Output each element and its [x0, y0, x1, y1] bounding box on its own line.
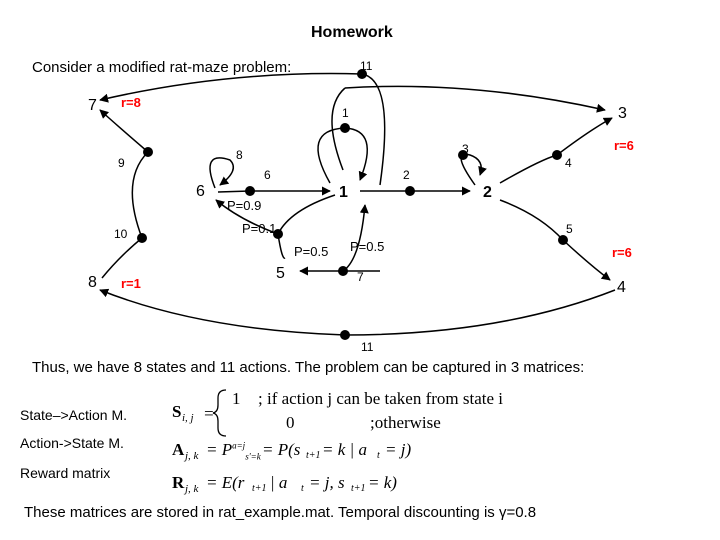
- r-matrix-rhs3: = j, s: [309, 473, 345, 492]
- footer-main: These matrices are stored in rat_example…: [24, 504, 499, 521]
- summary-text: Thus, we have 8 states and 11 actions. T…: [32, 359, 585, 376]
- action-dot: [552, 150, 562, 160]
- edge-8-loop: [209, 157, 235, 189]
- matrix-label-r: Reward matrix: [20, 465, 111, 481]
- edge-p01: [215, 199, 279, 235]
- action-dot: [357, 69, 367, 79]
- footer-text: These matrices are stored in rat_example…: [24, 504, 536, 521]
- a-matrix-sub-t1: t+1: [306, 450, 321, 461]
- edge-from-1a: [277, 194, 336, 235]
- state-2: 2: [483, 184, 492, 201]
- edge-11-top: [99, 72, 386, 186]
- s-matrix-case1-value: 1: [232, 389, 241, 408]
- action-label-5: 5: [566, 222, 573, 236]
- action-dot: [338, 266, 348, 276]
- r-matrix-subscript: j, k: [185, 483, 199, 495]
- action-dot: [458, 150, 468, 160]
- state-3: 3: [618, 105, 627, 122]
- a-matrix-p-term: = Pa=js'=k: [206, 440, 261, 462]
- prob-label-05-right: P=0.5: [350, 239, 385, 254]
- action-label-3: 3: [462, 142, 469, 156]
- action-label-11-bottom: 11: [361, 340, 374, 354]
- action-dot: [273, 229, 283, 239]
- action-dot: [405, 186, 415, 196]
- state-1: 1: [339, 184, 348, 201]
- action-label-6: 6: [264, 168, 271, 182]
- prob-label-09: P=0.9: [227, 198, 262, 213]
- action-label-1: 1: [342, 106, 349, 120]
- action-dot: [340, 123, 350, 133]
- slide-title: Homework: [311, 24, 393, 41]
- r-matrix-sub-t: t: [301, 483, 304, 494]
- action-label-10: 10: [114, 227, 128, 241]
- r-matrix-sub-t1: t+1: [252, 483, 267, 494]
- s-matrix-case1-text: ; if action j can be taken from state i: [258, 389, 503, 408]
- s-matrix-case2-value: 0: [286, 413, 295, 432]
- edge-10: [131, 151, 149, 239]
- action-label-9: 9: [118, 156, 125, 170]
- reward-state-3: r=6: [614, 138, 634, 153]
- a-matrix-lhs: A: [172, 440, 185, 459]
- r-matrix-lhs: R: [172, 473, 185, 492]
- reward-state-8: r=1: [121, 276, 141, 291]
- reward-state-7: r=8: [121, 95, 141, 110]
- action-label-11-top: 11: [360, 59, 373, 73]
- a-matrix-rhs2: = k | a: [322, 440, 367, 459]
- s-matrix-case2-text: ;otherwise: [370, 413, 441, 432]
- intro-text: Consider a modified rat-maze problem:: [32, 59, 292, 76]
- action-dot: [558, 235, 568, 245]
- edge-5: [499, 199, 564, 241]
- r-matrix-rhs: = E(r: [206, 473, 245, 492]
- action-label-4: 4: [565, 156, 572, 170]
- prob-label-01: P=0.1: [242, 221, 277, 236]
- r-matrix-rhs4: = k): [368, 473, 397, 492]
- s-matrix-subscript: i, j: [182, 412, 194, 424]
- edge-1: [331, 87, 346, 171]
- s-matrix-equals: =: [203, 404, 215, 423]
- action-dot: [137, 233, 147, 243]
- state-7: 7: [88, 97, 97, 114]
- edge-9: [99, 109, 149, 153]
- a-matrix-subscript: j, k: [185, 450, 199, 462]
- s-matrix-lhs: S: [172, 402, 182, 421]
- matrix-label-a: Action->State M.: [20, 435, 124, 451]
- matrix-label-s: State–>Action M.: [20, 407, 128, 423]
- a-matrix-rhs3: = j): [385, 440, 412, 459]
- r-matrix-rhs2: | a: [270, 473, 288, 492]
- edge-4: [556, 117, 613, 156]
- state-6: 6: [196, 183, 205, 200]
- action-dot: [245, 186, 255, 196]
- a-matrix-sub-t: t: [377, 450, 380, 461]
- prob-label-05-left: P=0.5: [294, 244, 329, 259]
- state-8: 8: [88, 274, 97, 291]
- footer-gamma: γ=0.8: [498, 504, 537, 521]
- action-label-8: 8: [236, 148, 243, 162]
- action-dot: [340, 330, 350, 340]
- action-label-2: 2: [403, 168, 410, 182]
- state-4: 4: [617, 279, 626, 296]
- action-label-7: 7: [357, 270, 364, 284]
- a-matrix-rhs: = P(s: [262, 440, 301, 459]
- action-dot: [143, 147, 153, 157]
- edge-5b: [562, 239, 611, 281]
- reward-state-4: r=6: [612, 245, 632, 260]
- r-matrix-sub-t1b: t+1: [351, 483, 366, 494]
- edge-loop-2: [460, 153, 487, 186]
- state-5: 5: [276, 265, 285, 282]
- edge-from-6: [217, 190, 251, 193]
